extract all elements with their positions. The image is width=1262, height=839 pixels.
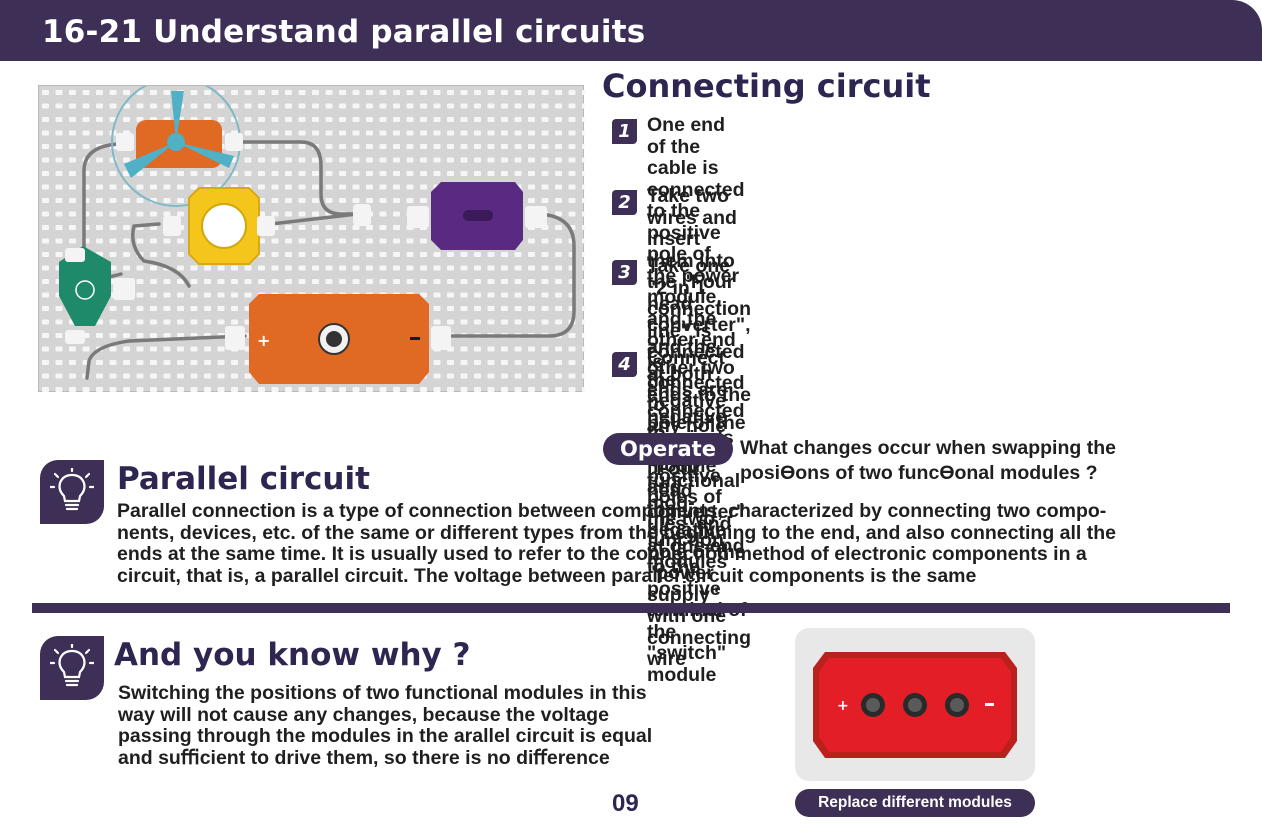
replace-module-photo: + (795, 628, 1035, 781)
paragraph-line: Parallel connection is a type of connect… (117, 500, 1107, 522)
led-module (59, 246, 135, 344)
circuit-diagram: + (39, 86, 585, 393)
step-line: Connect the negative pole of the "switch… (647, 347, 746, 498)
page-number: 09 (612, 790, 639, 817)
know-why-heading: And you know why ? (114, 637, 471, 673)
page-title: 16-21 Understand parallel circuits (42, 14, 646, 50)
parallel-circuit-description: Parallel connection is a type of connect… (117, 500, 1242, 587)
parallel-circuit-heading: Parallel circuit (117, 461, 370, 497)
switch-module (353, 182, 547, 250)
step-line: the power module, and the other end is c… (647, 264, 745, 416)
paragraph-line: way will not cause any changes, because … (118, 703, 609, 726)
lightbulb-icon (40, 460, 104, 524)
paragraph-line: Switching the positions of two functiona… (118, 682, 647, 704)
red-module-image: + (813, 652, 1017, 758)
svg-text:+: + (837, 698, 849, 714)
header-bar: 16-21 Understand parallel circuits (0, 0, 1262, 61)
know-why-explanation: Switching the positions of two functiona… (118, 682, 738, 769)
step-line: ules, and at one end to the positive ter… (647, 513, 747, 643)
section-divider (32, 603, 1230, 613)
battery-module: + (225, 294, 451, 384)
operate-line: posiƟons of two funcƟonal modules ? (740, 462, 1098, 484)
step-line: Take two wires and insert them into the … (647, 185, 737, 315)
step-line: Take one "2 in 1 connection line" is con… (647, 255, 752, 385)
fan-module (111, 86, 243, 207)
operate-question: What changes occur when swapping the pos… (740, 436, 1210, 486)
paragraph-line: circuit, that is, a parallel circuit. Th… (117, 564, 977, 587)
operate-line: What changes occur when swapping the (740, 437, 1116, 459)
step-line: converter", and the other two ends are c… (647, 314, 751, 443)
step-number-badge: 2 (612, 190, 637, 215)
step-number-badge: 1 (612, 119, 637, 144)
lightbulb-icon (40, 636, 104, 700)
motor-module (163, 187, 275, 265)
step-line: One end of the cable is connected to the… (647, 114, 745, 265)
photo-caption: Replace different modules (795, 789, 1035, 817)
step-line: connecting wire (647, 626, 752, 670)
circuit-board-illustration: + (38, 85, 585, 393)
operate-badge: Operate (603, 433, 733, 465)
paragraph-line: and suﬃcient to drive them, so there is … (118, 746, 610, 769)
step-number-badge: 4 (612, 352, 637, 377)
paragraph-line: nents, devices, etc. of the same or diff… (117, 521, 1116, 544)
step-text: One end of the cable is connected to the… (647, 114, 745, 524)
step-line: "switch" module (647, 642, 727, 686)
step-number-badge: 3 (612, 260, 637, 285)
svg-text:+: + (257, 331, 270, 350)
paragraph-line: passing through the modules in the arall… (118, 725, 653, 747)
paragraph-line: ends at the same time. It is usually use… (117, 543, 1087, 565)
connecting-circuit-heading: Connecting circuit (602, 67, 931, 105)
